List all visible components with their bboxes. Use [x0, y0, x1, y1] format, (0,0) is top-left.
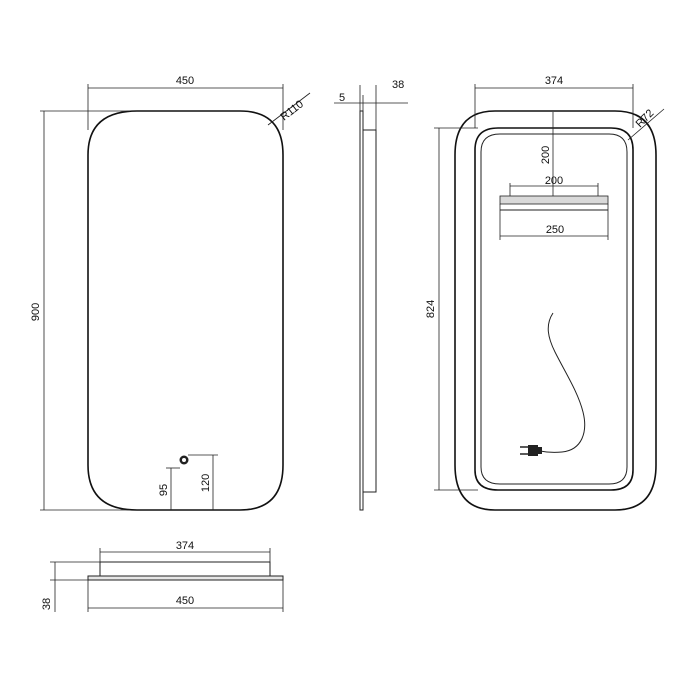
back-radius-label: R72	[634, 107, 657, 130]
back-width-label: 374	[545, 75, 563, 87]
back-view: 374 R72 824 200 200 250	[425, 75, 665, 511]
front-width-label: 450	[176, 75, 194, 87]
radius-leader	[267, 92, 311, 126]
power-cable	[539, 312, 586, 453]
side-body-profile	[363, 129, 377, 493]
mirror-front-outline	[87, 110, 284, 511]
bracket-outer-label: 250	[546, 224, 564, 236]
back-outer-outline	[454, 110, 657, 511]
side-view: 5 38	[334, 79, 408, 511]
front-view: 450 R110 900 95 120	[30, 75, 311, 511]
bracket-offset-label: 200	[540, 146, 552, 164]
bottom-view: 374 450 38	[41, 540, 284, 612]
front-height-label: 900	[30, 303, 42, 321]
bottom-outer-width-label: 450	[176, 595, 194, 607]
bottom-body-profile	[99, 561, 271, 577]
plug-icon	[520, 445, 542, 456]
bottom-glass-profile	[87, 575, 284, 581]
touch-sensor-ring	[182, 458, 186, 462]
side-glass-label: 5	[339, 92, 345, 104]
sensor-offset-a-label: 95	[158, 484, 170, 496]
sensor-offset-b-label: 120	[200, 474, 212, 492]
hanging-bracket	[499, 195, 609, 205]
bracket-inner-label: 200	[545, 175, 563, 187]
side-glass-profile	[359, 110, 364, 511]
radius-leader	[627, 108, 665, 141]
back-height-label: 824	[425, 300, 437, 318]
front-radius-label: R110	[278, 98, 305, 123]
bottom-depth-label: 38	[41, 598, 53, 610]
side-depth-label: 38	[392, 79, 404, 91]
bottom-inner-width-label: 374	[176, 540, 194, 552]
back-frame-inner	[480, 133, 628, 485]
